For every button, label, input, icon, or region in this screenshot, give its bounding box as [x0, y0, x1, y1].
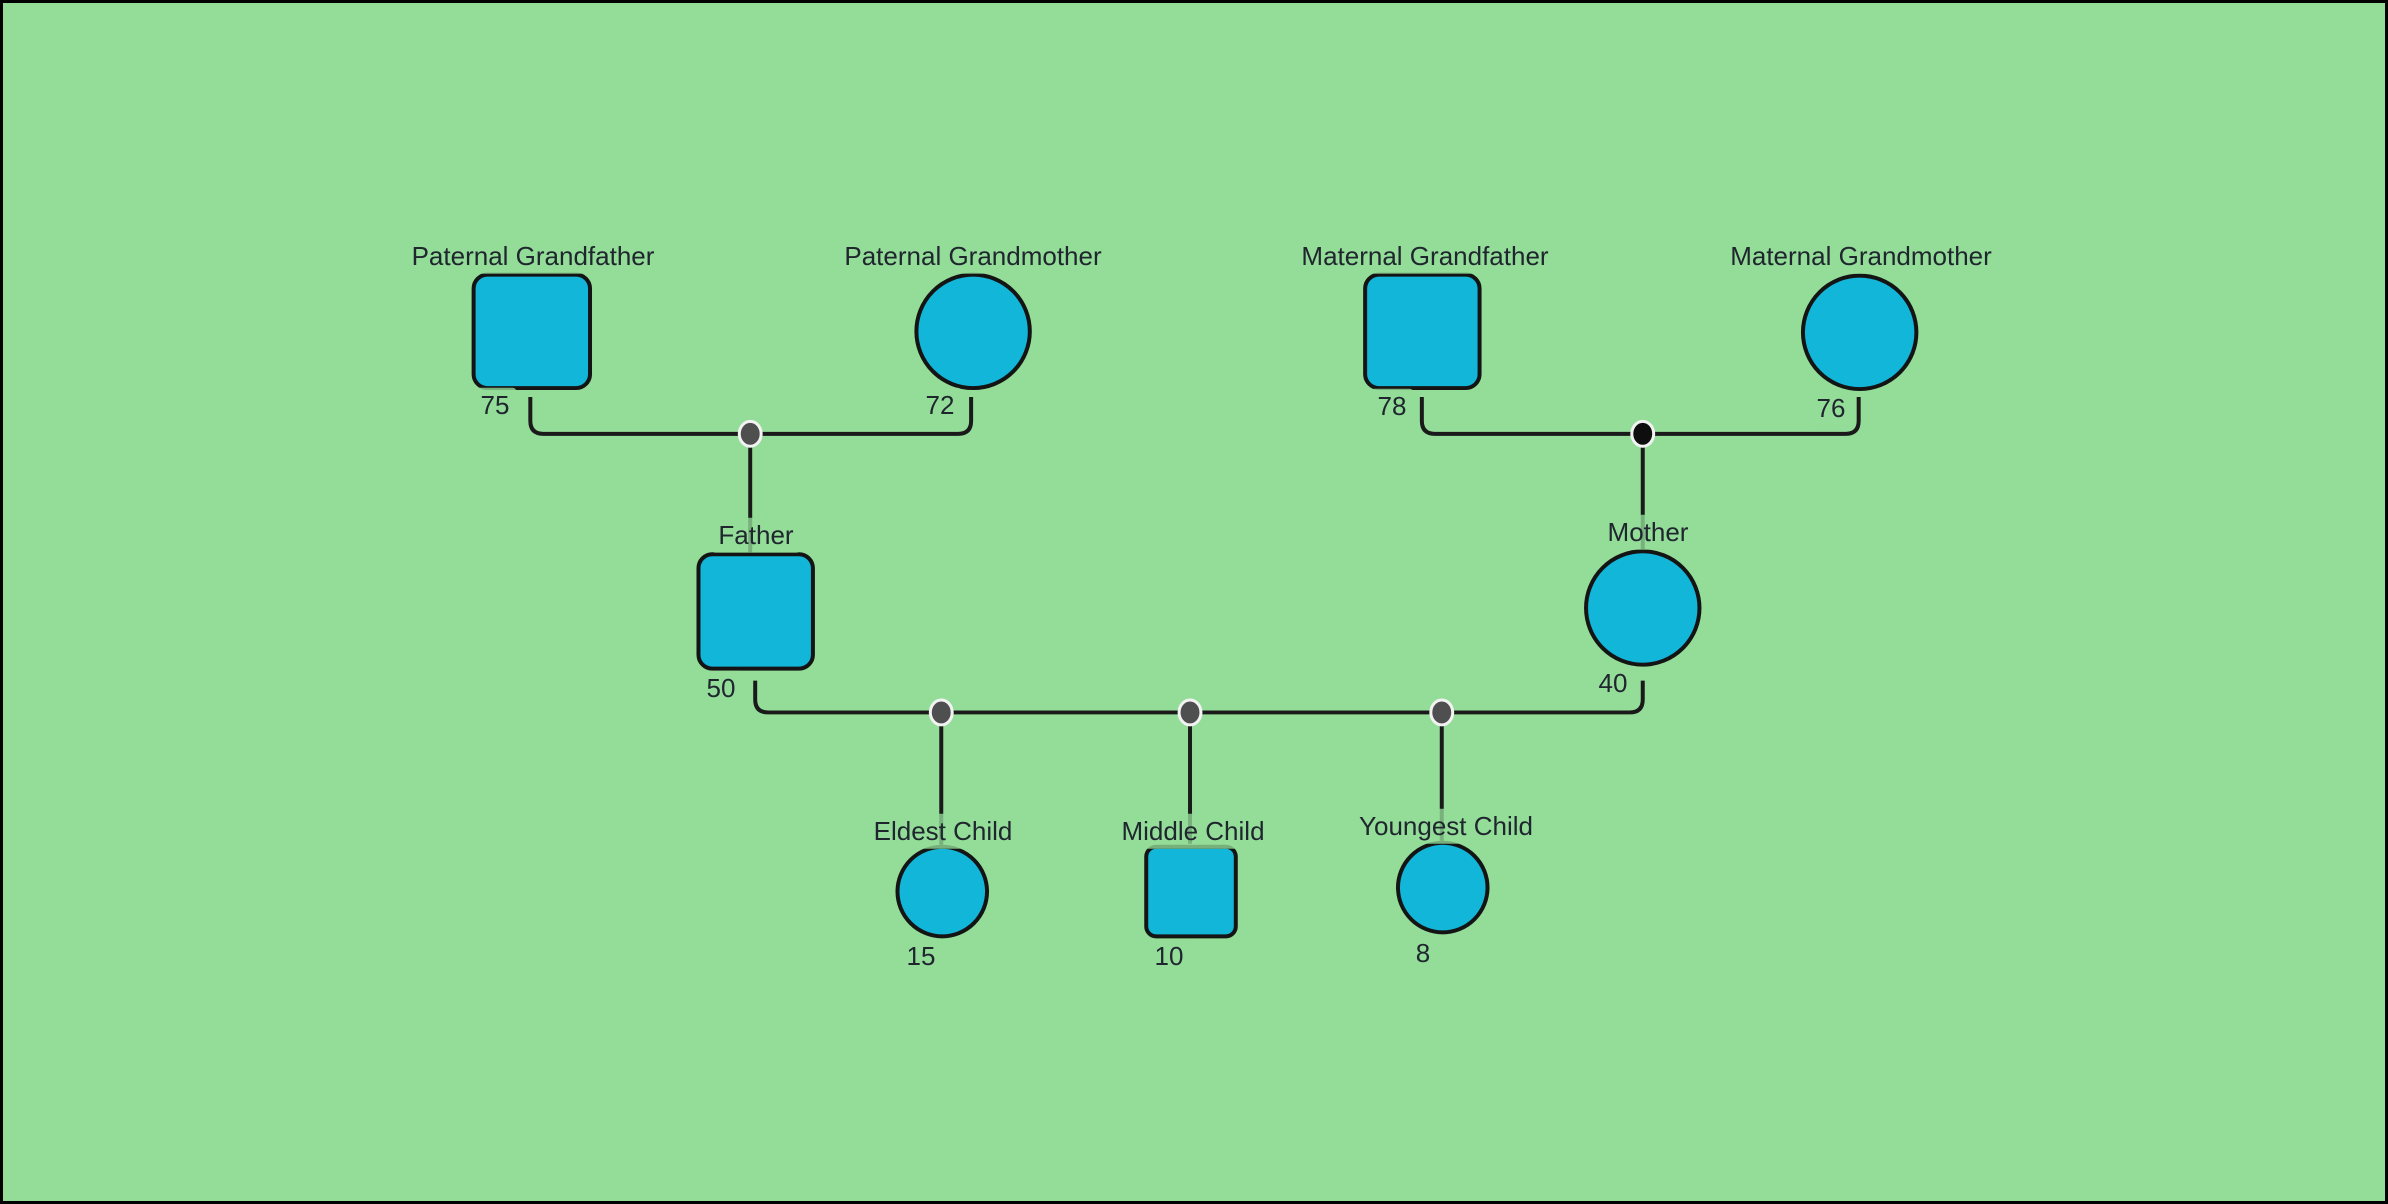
eldest-junction-dot[interactable]: [928, 698, 954, 727]
maternal-grandfather-age: 78: [1370, 388, 1414, 424]
middle-child-age: 10: [1147, 938, 1191, 974]
paternal-grandfather-label: Paternal Grandfather: [404, 238, 662, 274]
paternal-grandmother-shape[interactable]: [914, 272, 1032, 391]
genogram-svg: [471, 272, 1919, 939]
youngest-child-age: 8: [1408, 935, 1438, 971]
maternal-junction-dot[interactable]: [1630, 419, 1656, 448]
mother-age: 40: [1591, 665, 1635, 701]
paternal-grandfather-age: 75: [473, 387, 517, 423]
father-shape[interactable]: [696, 552, 815, 671]
eldest-child-age: 15: [899, 938, 943, 974]
youngest-child-label: Youngest Child: [1352, 808, 1540, 844]
mother-label: Mother: [1600, 514, 1696, 550]
maternal-grandfather-shape[interactable]: [1363, 272, 1482, 391]
paternal-grandmother-label: Paternal Grandmother: [837, 238, 1109, 274]
middle-child-label: Middle Child: [1114, 813, 1272, 849]
maternal-grandfather-label: Maternal Grandfather: [1294, 238, 1556, 274]
youngest-junction-dot[interactable]: [1429, 698, 1455, 727]
middle-child-shape[interactable]: [1144, 844, 1238, 939]
eldest-child-shape[interactable]: [895, 844, 990, 939]
youngest-child-shape[interactable]: [1395, 840, 1490, 935]
maternal-grandmother-label: Maternal Grandmother: [1723, 238, 1999, 274]
middle-junction-dot[interactable]: [1177, 698, 1203, 727]
maternal-grandmother-age: 76: [1809, 390, 1853, 426]
mother-shape[interactable]: [1584, 549, 1702, 667]
father-age: 50: [699, 670, 743, 706]
maternal-grandmother-shape[interactable]: [1800, 273, 1919, 392]
father-label: Father: [711, 517, 801, 553]
paternal-grandfather-shape[interactable]: [471, 272, 593, 391]
paternal-junction-dot[interactable]: [737, 419, 763, 448]
eldest-child-label: Eldest Child: [866, 813, 1020, 849]
paternal-grandmother-age: 72: [918, 387, 962, 423]
